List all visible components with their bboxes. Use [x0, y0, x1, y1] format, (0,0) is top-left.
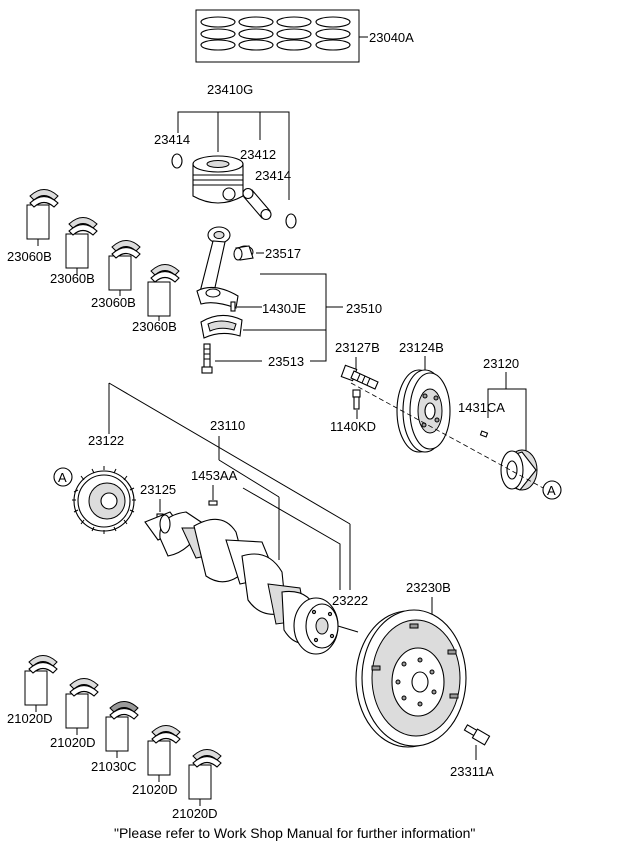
label-washer-bolt[interactable]: 1140KD	[330, 419, 376, 434]
label-sprocket-assy[interactable]: 23120	[483, 356, 519, 371]
label-crankshaft[interactable]: 23110	[210, 418, 245, 433]
main-bearing-1[interactable]	[24, 655, 58, 713]
label-ref-a-right[interactable]: A	[547, 483, 556, 498]
label-key-1453[interactable]: 1453AA	[191, 468, 238, 483]
main-bearing-3[interactable]	[105, 701, 139, 759]
label-snap-ring-left[interactable]: 23414	[154, 132, 190, 147]
label-main-bearing-3[interactable]: 21030C	[91, 759, 137, 774]
label-ref-a-left[interactable]: A	[58, 470, 67, 485]
label-bushing[interactable]: 23517	[265, 246, 301, 261]
label-conrod-assy[interactable]: 23510	[346, 301, 382, 316]
label-key[interactable]: 1431CA	[458, 400, 505, 415]
piston-ring-set-1	[200, 16, 236, 51]
label-flywheel-bolt[interactable]: 23311A	[450, 764, 494, 779]
key-1431	[479, 430, 489, 438]
label-conrod-bearing-2[interactable]: 23060B	[50, 271, 95, 286]
label-flywheel[interactable]: 23230B	[406, 580, 451, 595]
label-main-bearing-4[interactable]: 21020D	[132, 782, 178, 797]
conrod-cap	[200, 314, 243, 339]
label-conrod-bearing-4[interactable]: 23060B	[132, 319, 177, 334]
reference-circle-left[interactable]	[53, 467, 73, 487]
key-1453	[208, 500, 218, 506]
label-damper-pulley[interactable]: 23124B	[399, 340, 444, 355]
label-pin-23222[interactable]: 23222	[332, 593, 368, 608]
label-piston-rings[interactable]: 23040A	[369, 30, 414, 45]
piston-ring-set-2	[238, 16, 274, 51]
snap-ring-right	[285, 213, 297, 229]
piston-pin	[242, 187, 272, 221]
damper-pulley	[396, 369, 451, 453]
crank-sprocket-small	[500, 449, 538, 491]
conrod-bolt	[201, 343, 213, 374]
main-bearing-5[interactable]	[188, 749, 222, 807]
conrod-bearing-3[interactable]	[108, 240, 141, 297]
conrod-bearing-4[interactable]	[147, 264, 180, 322]
flywheel-bolt	[463, 724, 491, 746]
crankshaft	[144, 511, 339, 655]
crank-sprocket	[72, 466, 136, 534]
piston	[192, 155, 244, 204]
snap-ring-left	[171, 153, 183, 169]
label-main-bearing-2[interactable]: 21020D	[50, 735, 96, 750]
footer-note: "Please refer to Work Shop Manual for fu…	[114, 825, 475, 841]
bushing	[233, 245, 254, 261]
label-conrod-bearing-3[interactable]: 23060B	[91, 295, 136, 310]
pulley-bolt	[340, 364, 379, 390]
label-conrod-nut[interactable]: 1430JE	[262, 301, 306, 316]
main-bearing-4[interactable]	[147, 725, 181, 783]
reference-circle-right[interactable]	[542, 480, 562, 500]
conrod-bearing-2[interactable]	[65, 217, 98, 276]
washer-bolt	[352, 389, 361, 410]
label-conrod-bolt[interactable]: 23513	[268, 354, 304, 369]
label-piston-pin[interactable]: 23412	[240, 147, 276, 162]
connecting-rod	[196, 226, 239, 309]
label-pulley-bolt[interactable]: 23127B	[335, 340, 380, 355]
conrod-bearing-1[interactable]	[26, 189, 59, 247]
label-snap-ring-right[interactable]: 23414	[255, 168, 291, 183]
piston-ring-set-3	[276, 16, 312, 51]
label-crank-sprocket[interactable]: 23122	[88, 433, 124, 448]
piston-rings-box[interactable]	[195, 9, 360, 63]
piston-ring-set-4	[315, 16, 351, 51]
label-main-bearing-5[interactable]: 21020D	[172, 806, 218, 821]
label-piston-assy[interactable]: 23410G	[207, 82, 253, 97]
conrod-nut	[230, 301, 236, 312]
label-main-bearing-1[interactable]: 21020D	[7, 711, 53, 726]
label-conrod-bearing-1[interactable]: 23060B	[7, 249, 52, 264]
main-bearing-2[interactable]	[65, 678, 99, 736]
label-pin-23125[interactable]: 23125	[140, 482, 176, 497]
flywheel	[355, 609, 467, 748]
